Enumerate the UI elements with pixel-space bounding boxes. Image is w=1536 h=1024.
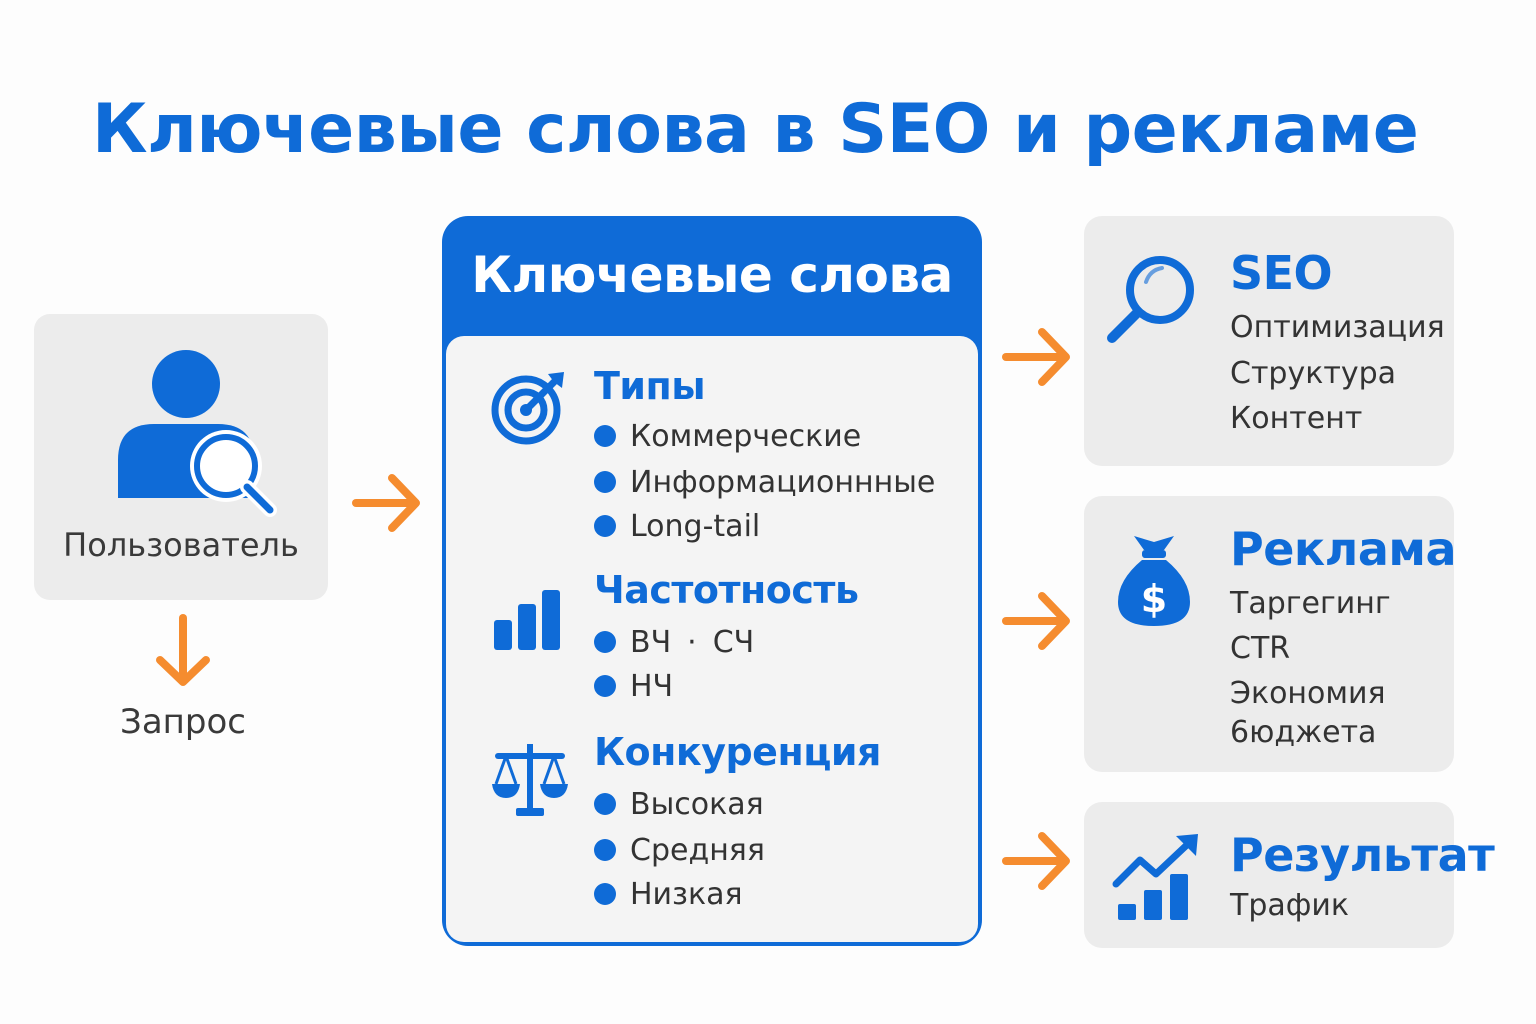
bullet-icon xyxy=(594,471,616,493)
arrow-right-icon xyxy=(1002,592,1070,650)
scales-icon xyxy=(492,744,568,816)
card-title: Реклама xyxy=(1230,522,1457,576)
bullet-icon xyxy=(594,675,616,697)
svg-text:$: $ xyxy=(1141,577,1167,621)
section-title: Конкуренция xyxy=(594,730,881,774)
bullet-icon xyxy=(594,425,616,447)
card-line: Оптимизация xyxy=(1230,310,1445,345)
growth-chart-icon xyxy=(1112,834,1198,920)
money-bag-icon: $ xyxy=(1118,536,1190,626)
card-title: SEO xyxy=(1230,246,1333,300)
section-title: Типы xyxy=(594,364,706,408)
arrow-down-icon xyxy=(156,614,210,686)
list-item: Высокая xyxy=(594,784,764,824)
user-card: Пользователь xyxy=(34,314,328,600)
user-label: Пользователь xyxy=(63,526,299,564)
page-title: Ключевые слова в SEO и рекламе xyxy=(92,90,1419,169)
list-item: Коммерческие xyxy=(594,416,861,456)
list-item: Long-tail xyxy=(594,506,760,546)
list-item: Информационнные xyxy=(594,462,935,502)
request-label: Запрос xyxy=(120,702,246,742)
keywords-header: Ключевые слова xyxy=(471,246,953,304)
list-item: НЧ xyxy=(594,666,673,706)
arrow-right-icon xyxy=(1002,328,1070,386)
result-card: Результат Трафик xyxy=(1084,802,1495,948)
arrow-right-icon xyxy=(1002,832,1070,890)
card-title: Результат xyxy=(1230,828,1495,882)
card-line: Таргегинг xyxy=(1230,586,1391,621)
target-icon xyxy=(491,372,564,445)
keywords-card: Ключевые слова Типы Коммерческие Информа… xyxy=(442,216,982,946)
ads-card: $ Реклама Таргегинг CTR Экономия 6юджета xyxy=(1084,496,1457,772)
bullet-icon xyxy=(594,515,616,537)
arrow-right-icon xyxy=(352,474,420,532)
list-item: ВЧ · СЧ xyxy=(594,622,754,662)
bullet-icon xyxy=(594,793,616,815)
card-line: Экономия xyxy=(1230,676,1386,711)
section-title: Частотность xyxy=(594,568,859,612)
card-line: CTR xyxy=(1230,631,1291,666)
card-line: Структура xyxy=(1230,356,1396,391)
bullet-icon xyxy=(594,883,616,905)
card-line: Контент xyxy=(1230,401,1363,436)
user-search-icon xyxy=(118,350,277,517)
bullet-icon xyxy=(594,631,616,653)
seo-card: SEO Оптимизация Структура Контент xyxy=(1084,216,1454,466)
bar-chart-icon xyxy=(494,590,560,650)
magnifier-icon xyxy=(1107,256,1194,343)
bullet-icon xyxy=(594,839,616,861)
list-item: Средняя xyxy=(594,830,765,870)
separator: · xyxy=(687,624,697,660)
keywords-body: Типы Коммерческие Информационнные Long-t… xyxy=(446,336,978,942)
card-line: Трафик xyxy=(1230,888,1350,923)
list-item: Низкая xyxy=(594,874,743,914)
card-line: 6юджета xyxy=(1230,715,1377,750)
